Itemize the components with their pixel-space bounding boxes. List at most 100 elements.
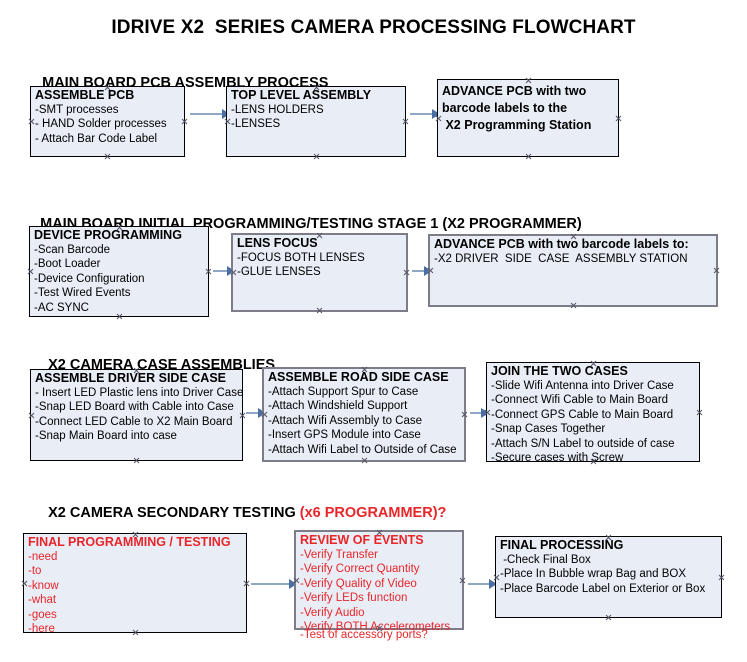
arrowhead-icon <box>489 579 497 589</box>
node-line: -goes <box>28 608 57 621</box>
node-title: ADVANCE PCB with two <box>442 84 587 98</box>
section-header-text: X2 CAMERA SECONDARY TESTING <box>48 505 300 521</box>
connector-lens-focus-to-advance-pcb <box>412 270 428 272</box>
node-advance-pcb-to-x2-programming-station[interactable]: ADVANCE PCB with two barcode labels to t… <box>437 79 619 157</box>
connection-handle-bottom[interactable] <box>570 302 577 309</box>
node-line: -Verify LEDs function <box>300 592 408 605</box>
node-line: -know <box>28 579 59 592</box>
connector-top-level-assembly-to-advance-pcb <box>410 113 436 115</box>
node-line: -Snap LED Board with Cable into Case <box>35 401 234 414</box>
node-line: -Verify Transfer <box>300 549 378 561</box>
connection-handle-left[interactable] <box>28 412 35 419</box>
node-title: REVIEW OF EVENTS <box>300 533 424 547</box>
connection-handle-left[interactable] <box>224 118 231 125</box>
page-title: IDRIVE X2 SERIES CAMERA PROCESSING FLOWC… <box>111 17 636 38</box>
node-lens-focus[interactable]: LENS FOCUS -FOCUS BOTH LENSES -GLUE LENS… <box>231 233 408 312</box>
arrowhead-icon <box>432 109 440 119</box>
node-title: FINAL PROCESSING <box>500 538 624 552</box>
node-line: -Device Configuration <box>34 272 145 285</box>
connector-driver-side-to-road-side <box>246 412 261 414</box>
node-title: FINAL PROGRAMMING / TESTING <box>28 535 231 549</box>
node-line: -SMT processes <box>35 104 119 116</box>
connector-device-programming-to-lens-focus <box>213 270 230 272</box>
node-line: -Check Final Box <box>500 554 591 566</box>
connection-handle-left[interactable] <box>27 268 34 275</box>
connection-handle-bottom[interactable] <box>133 457 140 464</box>
node-line: - HAND Solder processes <box>35 118 167 131</box>
node-title: ASSEMBLE ROAD SIDE CASE <box>268 370 449 384</box>
node-line: -Verify BOTH Accelerometers <box>300 621 451 634</box>
node-device-programming[interactable]: DEVICE PROGRAMMING -Scan Barcode -Boot L… <box>29 226 209 317</box>
connection-handle-bottom[interactable] <box>104 153 111 160</box>
node-line: - Attach Bar Code Label <box>35 132 158 145</box>
node-line: -LENS HOLDERS <box>231 104 324 116</box>
connection-handle-left[interactable] <box>261 411 268 418</box>
node-overflow-line: -Test of accessory ports? <box>300 629 428 641</box>
node-line: -Test Wired Events <box>34 287 131 300</box>
node-line: -X2 DRIVER SIDE CASE ASSEMBLY STATION <box>434 253 688 265</box>
node-line: -Secure cases with Screw <box>491 452 624 465</box>
connector-review-of-events-to-final-processing <box>468 583 493 585</box>
node-assemble-road-side-case[interactable]: ASSEMBLE ROAD SIDE CASE -Attach Support … <box>262 367 466 462</box>
connection-handle-bottom[interactable] <box>316 307 323 314</box>
node-line: -Attach Wifi Label to Outside of Case <box>268 443 457 456</box>
node-title: JOIN THE TWO CASES <box>491 364 628 378</box>
node-line: -Connect GPS Cable to Main Board <box>491 408 674 421</box>
node-title: TOP LEVEL ASSEMBLY <box>231 88 372 102</box>
connection-handle-left[interactable] <box>293 577 300 584</box>
node-final-processing[interactable]: FINAL PROCESSING -Check Final Box -Place… <box>495 536 722 618</box>
node-line: -Scan Barcode <box>34 244 111 256</box>
node-review-of-events[interactable]: REVIEW OF EVENTS -Verify Transfer -Verif… <box>293 530 464 641</box>
connection-handle-bottom[interactable] <box>605 614 612 621</box>
section-header-x2-camera-secondary-testing: X2 CAMERA SECONDARY TESTING (x6 PROGRAMM… <box>32 489 446 537</box>
node-assemble-pcb[interactable]: ASSEMBLE PCB -SMT processes - HAND Solde… <box>30 86 185 157</box>
node-line: -Slide Wifi Antenna into Driver Case <box>491 380 674 392</box>
node-line: -Verify Correct Quantity <box>300 563 420 576</box>
arrowhead-icon <box>289 579 297 589</box>
node-line: -Connect LED Cable to X2 Main Board <box>35 415 233 428</box>
node-title: DEVICE PROGRAMMING <box>34 228 182 242</box>
connection-handle-left[interactable] <box>230 269 237 276</box>
arrowhead-icon <box>481 408 489 418</box>
node-join-the-two-cases[interactable]: JOIN THE TWO CASES -Slide Wifi Antenna i… <box>486 362 700 465</box>
node-line: -FOCUS BOTH LENSES <box>237 252 365 264</box>
node-line: -Boot Loader <box>34 258 101 271</box>
node-title: ASSEMBLE DRIVER SIDE CASE <box>35 371 227 385</box>
node-line: -Attach Support Spur to Case <box>268 386 419 398</box>
node-final-programming-testing[interactable]: FINAL PROGRAMMING / TESTING -need -to -k… <box>21 533 247 635</box>
connector-final-programming-to-review-of-events <box>251 583 293 585</box>
node-line: X2 Programming Station <box>442 118 592 132</box>
node-line: -Attach Windshield Support <box>268 400 408 413</box>
node-title: ASSEMBLE PCB <box>35 88 135 102</box>
connection-handle-bottom[interactable] <box>313 153 320 160</box>
node-line: -LENSES <box>231 118 281 131</box>
node-line: -GLUE LENSES <box>237 266 321 279</box>
node-line: -to <box>28 565 42 578</box>
node-line: -Connect Wifi Cable to Main Board <box>491 394 669 407</box>
node-line: barcode labels to the <box>442 101 568 115</box>
connection-handle-bottom[interactable] <box>361 457 368 464</box>
connection-handle-left[interactable] <box>21 580 28 587</box>
node-line: -Insert GPS Module into Case <box>268 429 421 442</box>
node-line: -Verify Audio <box>300 606 365 619</box>
node-line: -Snap Main Board into case <box>35 430 177 443</box>
node-assemble-driver-side-case[interactable]: ASSEMBLE DRIVER SIDE CASE - Insert LED P… <box>30 369 243 461</box>
node-line: - Insert LED Plastic lens into Driver Ca… <box>35 387 244 399</box>
connection-handle-left[interactable] <box>427 267 434 274</box>
node-line: -Snap Cases Together <box>491 423 606 436</box>
node-line: -Place In Bubble wrap Bag and BOX <box>500 568 687 581</box>
connection-handle-bottom[interactable] <box>525 153 532 160</box>
node-line: -what <box>28 594 57 607</box>
node-line: -AC SYNC <box>34 301 89 314</box>
node-line: -Attach Wifi Assembly to Case <box>268 414 423 427</box>
node-line: -need <box>28 551 58 563</box>
node-line: -Place Barcode Label on Exterior or Box <box>500 582 706 595</box>
connection-handle-right[interactable] <box>713 267 720 274</box>
connector-assemble-pcb-to-top-level-assembly <box>190 113 226 115</box>
connection-handle-left[interactable] <box>28 118 35 125</box>
node-advance-pcb-to-driver-side-case-station[interactable]: ADVANCE PCB with two barcode labels to: … <box>428 234 718 307</box>
node-title: LENS FOCUS <box>237 236 318 250</box>
node-top-level-assembly[interactable]: TOP LEVEL ASSEMBLY -LENS HOLDERS -LENSES <box>226 86 406 157</box>
node-title: ADVANCE PCB with two barcode labels to: <box>434 237 689 251</box>
